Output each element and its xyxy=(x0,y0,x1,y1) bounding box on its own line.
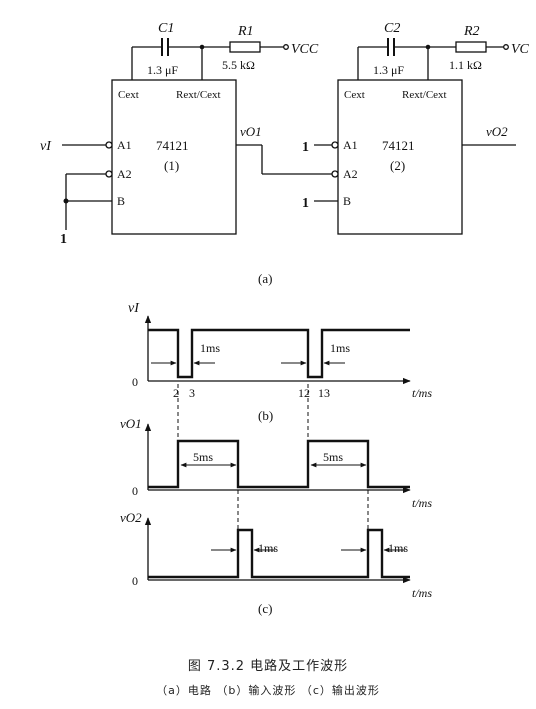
vo2-output-label: vO2 xyxy=(486,124,508,139)
vi-pulse-width-2: 1ms xyxy=(330,341,350,355)
vi-waveform-trace xyxy=(148,328,410,379)
r2-value: 1.1 kΩ xyxy=(449,58,482,72)
figure-caption-subtitle: （a）电路 （b）输入波形 （c）输出波形 xyxy=(156,684,380,697)
vo2-axis-label: vO2 xyxy=(120,510,142,525)
chip-1-a1-pin: A1 xyxy=(117,138,132,152)
chip-1-box xyxy=(111,79,237,235)
chip-2-a1-pin: A1 xyxy=(343,138,358,152)
vcc-2-label: VC xyxy=(511,42,530,57)
chip-2-index: (2) xyxy=(390,158,405,173)
chip-1-a2-pin: A2 xyxy=(117,167,132,181)
r2-label: R2 xyxy=(463,24,480,39)
chip-1-rext-pin: Rext/Cext xyxy=(176,89,221,101)
chip-2-name: 74121 xyxy=(382,138,415,153)
c2-value: 1.3 μF xyxy=(373,63,404,77)
chip-2-b-pin: B xyxy=(343,194,351,208)
vo2-time-axis-label: t/ms xyxy=(412,586,432,600)
vo1-pulse-width-1: 5ms xyxy=(193,450,213,464)
vcc-1-label: VCC xyxy=(291,42,319,57)
vo2-zero-label: 0 xyxy=(132,574,138,588)
vo2-waveform-plot: 1ms 1ms vO2 0 t/ms (c) xyxy=(120,510,432,616)
timing-guides xyxy=(177,384,369,530)
vo2-pulse-width-2: 1ms xyxy=(388,541,408,555)
figure-caption-title: 图 7.3.2 电路及工作波形 xyxy=(187,659,349,674)
chip-1-cext-pin: Cext xyxy=(118,89,139,101)
chip-1-b-level: 1 xyxy=(60,232,67,247)
resistor-r2 xyxy=(455,41,487,53)
tick-3: 3 xyxy=(189,386,195,400)
chip-2-box xyxy=(337,79,463,235)
r1-value: 5.5 kΩ xyxy=(222,58,255,72)
vo2-pulse-width-1: 1ms xyxy=(258,541,278,555)
vi-pulse-width-1: 1ms xyxy=(200,341,220,355)
c2-label: C2 xyxy=(384,21,400,36)
vo1-time-axis-label: t/ms xyxy=(412,496,432,510)
vo2-waveform-trace xyxy=(148,528,410,579)
vo1-axis-label: vO1 xyxy=(120,416,142,431)
chip-1-b-pin: B xyxy=(117,194,125,208)
chip-1-name: 74121 xyxy=(156,138,189,153)
vi-waveform-plot: 1ms 1ms vI 0 2 3 12 13 t/ms (b) xyxy=(128,301,432,423)
vo1-waveform-plot: 5ms 5ms vO1 0 t/ms xyxy=(120,416,432,510)
panel-b-label: (b) xyxy=(258,408,273,423)
chip-2-a2-pin: A2 xyxy=(343,167,358,181)
resistor-r1 xyxy=(229,41,261,53)
c1-label: C1 xyxy=(158,21,174,36)
chip-2-b-level: 1 xyxy=(302,196,309,211)
circuit-diagram xyxy=(62,38,516,235)
tick-2: 2 xyxy=(173,386,179,400)
vo1-zero-label: 0 xyxy=(132,484,138,498)
vi-axis-label: vI xyxy=(128,301,140,316)
tick-13: 13 xyxy=(318,386,330,400)
vo1-output-label: vO1 xyxy=(240,124,262,139)
vi-zero-label: 0 xyxy=(132,375,138,389)
tick-12: 12 xyxy=(298,386,310,400)
chip-1-index: (1) xyxy=(164,158,179,173)
panel-c-label: (c) xyxy=(258,601,272,616)
panel-a-label: (a) xyxy=(258,271,272,286)
vi-input-label: vI xyxy=(40,139,52,154)
vi-time-axis-label: t/ms xyxy=(412,386,432,400)
chip-2-cext-pin: Cext xyxy=(344,89,365,101)
chip-2-a1-level: 1 xyxy=(302,140,309,155)
vo1-pulse-width-2: 5ms xyxy=(323,450,343,464)
circuit-labels: C1 1.3 μF R1 5.5 kΩ VCC C2 1.3 μF R2 1.1… xyxy=(40,21,530,286)
chip-2-rext-pin: Rext/Cext xyxy=(402,89,447,101)
r1-label: R1 xyxy=(237,24,254,39)
c1-value: 1.3 μF xyxy=(147,63,178,77)
vo1-waveform-trace xyxy=(148,439,410,489)
